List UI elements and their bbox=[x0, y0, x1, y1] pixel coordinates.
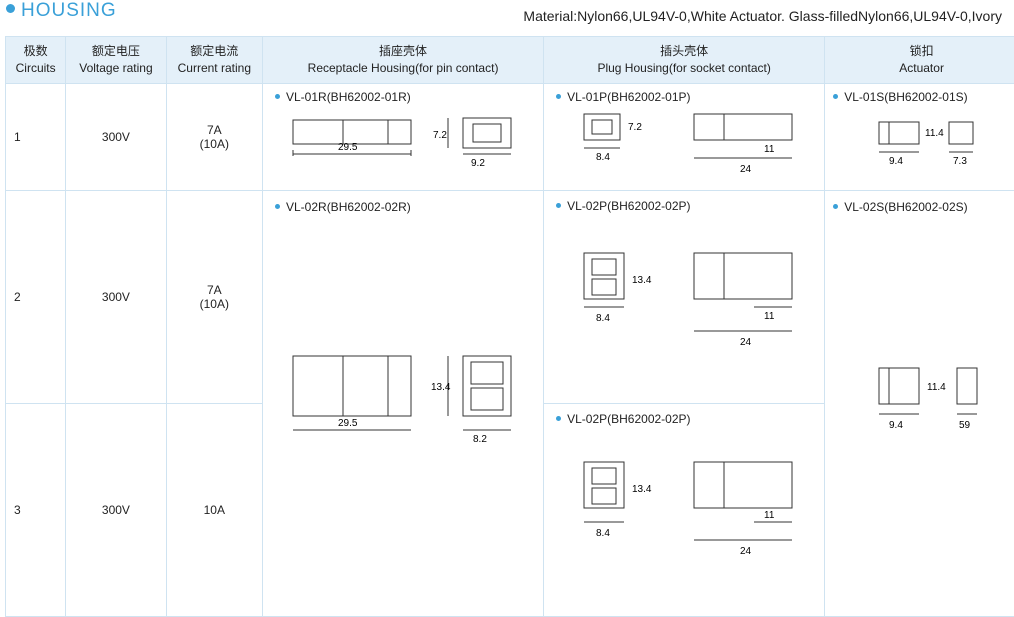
current-cell: 7A(10A) bbox=[165, 83, 264, 191]
plug-cell: VL-01P(BH62002-01P) 8.4 7.2 11 24 bbox=[543, 83, 826, 191]
part-label: VL-02S(BH62002-02S) bbox=[833, 200, 968, 214]
receptacle-cell: VL-01R(BH62002-01R) 29.5 9.2 7.2 bbox=[261, 83, 545, 191]
dim-width: 8.4 bbox=[596, 152, 610, 163]
dim-width: 9.4 bbox=[889, 156, 903, 167]
part-label: VL-01R(BH62002-01R) bbox=[275, 90, 411, 104]
dim-length-short: 11 bbox=[764, 510, 775, 521]
plug-drawing: 8.4 13.4 11 24 bbox=[583, 252, 793, 348]
dim-height: 7.2 bbox=[628, 122, 642, 133]
dim-length: 29.5 bbox=[338, 142, 358, 153]
current-cell: 7A(10A) bbox=[165, 190, 264, 404]
dim-length: 24 bbox=[740, 337, 752, 348]
dim-length: 24 bbox=[740, 546, 752, 557]
receptacle-drawing: 29.5 9.2 7.2 bbox=[292, 117, 512, 169]
voltage-cell: 300V bbox=[65, 83, 167, 191]
plug-cell: VL-02P(BH62002-02P) 8.4 13.4 11 24 bbox=[543, 190, 826, 404]
plug-cell: VL-02P(BH62002-02P) 8.4 13.4 11 24 bbox=[543, 403, 826, 617]
part-label: VL-02P(BH62002-02P) bbox=[556, 199, 691, 213]
dim-height: 13.4 bbox=[632, 275, 652, 286]
circuits-cell: 3 bbox=[4, 403, 67, 617]
dim-thickness: 59 bbox=[959, 420, 971, 431]
dim-width: 8.2 bbox=[473, 434, 487, 445]
part-label: VL-02P(BH62002-02P) bbox=[556, 412, 691, 426]
part-label: VL-01P(BH62002-01P) bbox=[556, 90, 691, 104]
voltage-cell: 300V bbox=[65, 403, 167, 617]
table-row: 2 300V 7A(10A) VL-02R(BH62002-02R) 29.5 … bbox=[4, 190, 1014, 617]
part-label: VL-01S(BH62002-01S) bbox=[833, 90, 968, 104]
dim-height: 13.4 bbox=[632, 484, 652, 495]
part-label: VL-02R(BH62002-02R) bbox=[275, 200, 411, 214]
section-title: HOUSING bbox=[6, 0, 117, 22]
dim-width: 8.4 bbox=[596, 313, 610, 324]
table-row: 3 300V 10A VL-02P(BH62002-02P) 8.4 13.4 … bbox=[4, 403, 1014, 617]
dim-length: 24 bbox=[740, 164, 752, 175]
dim-height: 11.4 bbox=[927, 382, 946, 393]
dim-height: 13.4 bbox=[431, 382, 451, 393]
plug-drawing: 8.4 13.4 11 24 bbox=[583, 461, 793, 557]
bullet-icon bbox=[6, 4, 15, 14]
actuator-cell: VL-01S(BH62002-01S) 9.4 11.4 7.3 bbox=[824, 83, 1014, 191]
current-cell: 10A bbox=[165, 403, 264, 617]
dim-height: 11.4 bbox=[925, 128, 944, 139]
actuator-drawing: 9.4 11.4 59 bbox=[878, 367, 978, 431]
dim-length-short: 11 bbox=[764, 144, 775, 155]
circuits-cell: 1 bbox=[4, 83, 67, 191]
dim-width: 9.4 bbox=[889, 420, 903, 431]
plug-drawing: 8.4 7.2 11 24 bbox=[583, 113, 793, 175]
actuator-cell: VL-02S(BH62002-02S) 9.4 11.4 59 bbox=[824, 190, 1014, 617]
circuits-cell: 2 bbox=[4, 190, 67, 404]
dim-height: 7.2 bbox=[433, 130, 447, 141]
dim-width: 9.2 bbox=[471, 158, 485, 169]
dim-thickness: 7.3 bbox=[953, 156, 967, 167]
material-note: Material:Nylon66,UL94V-0,White Actuator.… bbox=[523, 8, 1002, 24]
receptacle-drawing: 29.5 8.2 13.4 bbox=[292, 355, 512, 445]
dim-length-short: 11 bbox=[764, 311, 775, 322]
voltage-cell: 300V bbox=[65, 190, 167, 404]
receptacle-cell: VL-02R(BH62002-02R) 29.5 8.2 13.4 bbox=[261, 190, 545, 617]
actuator-drawing: 9.4 11.4 7.3 bbox=[878, 121, 974, 167]
dim-width: 8.4 bbox=[596, 528, 610, 539]
table-row: 1 300V 7A(10A) VL-01R(BH62002-01R) 29.5 … bbox=[4, 83, 1014, 191]
dim-length: 29.5 bbox=[338, 418, 358, 429]
